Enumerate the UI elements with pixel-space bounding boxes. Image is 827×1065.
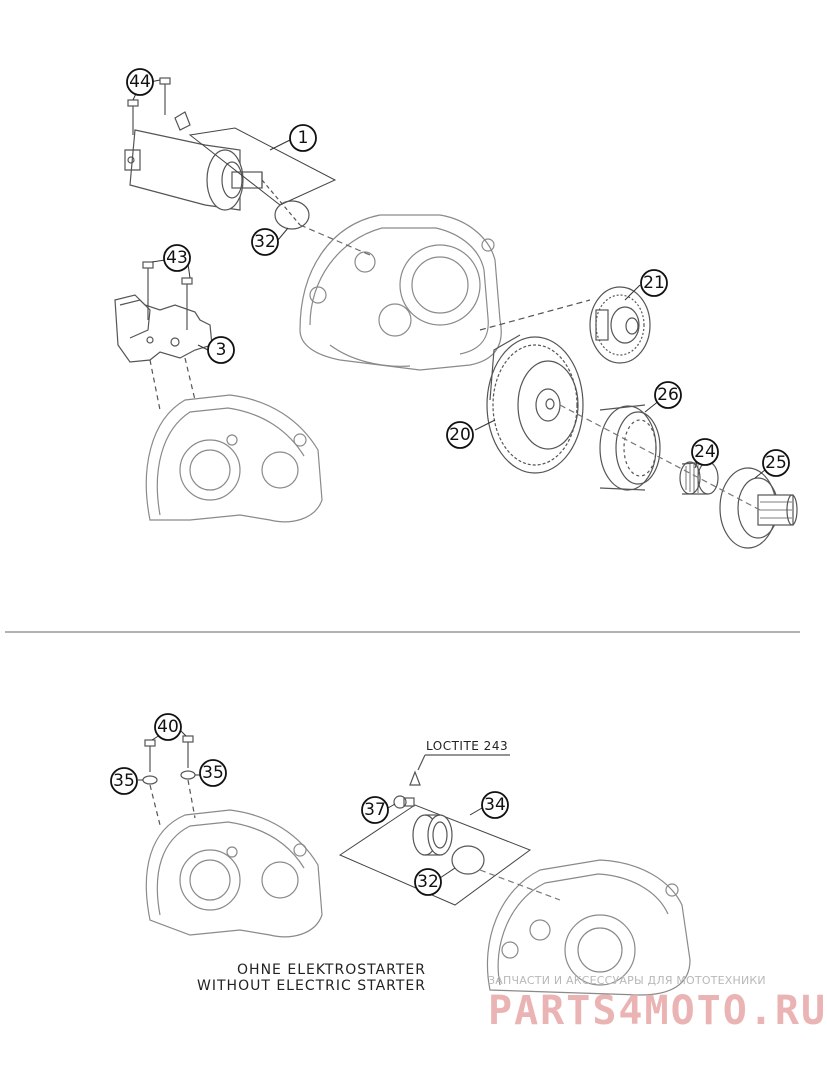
freewheel-ring-26	[599, 404, 661, 491]
crankcase-outline-bottom-left	[145, 809, 323, 938]
seal-cap-34	[412, 814, 453, 856]
svg-text:1: 1	[298, 128, 309, 148]
callout-26: 26	[654, 381, 682, 409]
caption-line-1: OHNE ELEKTROSTARTER	[237, 962, 426, 978]
leader-lines	[132, 79, 766, 879]
svg-text:35: 35	[202, 763, 224, 783]
caption-line-2: WITHOUT ELECTRIC STARTER	[197, 978, 426, 994]
svg-text:25: 25	[765, 453, 787, 473]
svg-text:20: 20	[449, 425, 471, 445]
o-ring-32-bottom	[451, 845, 485, 875]
starter-pinion-25	[719, 467, 798, 549]
bolt-43b	[181, 277, 193, 330]
callout-25: 25	[762, 449, 790, 477]
callout-21: 21	[640, 269, 668, 297]
washer-35a	[142, 775, 158, 785]
callout-43: 43	[163, 244, 191, 272]
svg-text:37: 37	[364, 800, 386, 820]
svg-text:24: 24	[694, 442, 716, 462]
screw-37	[393, 795, 415, 809]
watermark-logo: PARTS4MOTO.RU	[488, 988, 827, 1034]
svg-text:26: 26	[657, 385, 679, 405]
svg-text:32: 32	[254, 232, 276, 252]
callout-37: 37	[361, 796, 389, 824]
callout-20: 20	[446, 421, 474, 449]
callout-box-1	[188, 127, 337, 206]
svg-text:34: 34	[484, 795, 506, 815]
caption: OHNE ELEKTROSTARTER WITHOUT ELECTRIC STA…	[180, 962, 426, 994]
callout-35-right: 35	[199, 759, 227, 787]
gear-20	[486, 334, 584, 474]
svg-text:21: 21	[643, 273, 665, 293]
callout-34: 34	[481, 791, 509, 819]
svg-text:3: 3	[216, 340, 227, 360]
crankcase-outline-bottom-right	[486, 859, 691, 996]
bolt-44b	[159, 77, 171, 115]
watermark-tagline: ЗАПЧАСТИ И АКСЕССУАРЫ ДЛЯ МОТОТЕХНИКИ	[488, 974, 766, 987]
exploded-parts-diagram: 44 1 32 43 3 21 26 20 24 25 40 35 35 37 …	[5, 68, 800, 996]
callout-32-top: 32	[251, 228, 279, 256]
bracket-part-3	[114, 294, 213, 363]
svg-text:40: 40	[157, 717, 179, 737]
callout-35-left: 35	[110, 767, 138, 795]
callout-24: 24	[691, 438, 719, 466]
loctite-drop	[409, 770, 421, 786]
crankcase-outline-top	[299, 214, 502, 371]
bolt-40a	[144, 739, 156, 772]
callout-32-bottom: 32	[414, 868, 442, 896]
callout-40: 40	[154, 713, 182, 741]
idler-gear-21	[589, 286, 651, 364]
svg-text:43: 43	[166, 248, 188, 268]
svg-text:44: 44	[129, 72, 151, 92]
svg-text:32: 32	[417, 872, 439, 892]
callout-1: 1	[289, 124, 317, 152]
o-ring-32-top	[274, 200, 310, 230]
washer-35b	[180, 770, 196, 780]
callout-3: 3	[207, 336, 235, 364]
needle-bearing-24	[679, 461, 719, 495]
bolt-40b	[182, 735, 194, 768]
callout-44: 44	[126, 68, 154, 96]
svg-text:35: 35	[113, 771, 135, 791]
loctite-label: LOCTITE 243	[426, 739, 509, 753]
crankcase-outline-left	[145, 394, 323, 523]
starter-motor	[124, 111, 263, 211]
bolt-43a	[142, 261, 154, 320]
